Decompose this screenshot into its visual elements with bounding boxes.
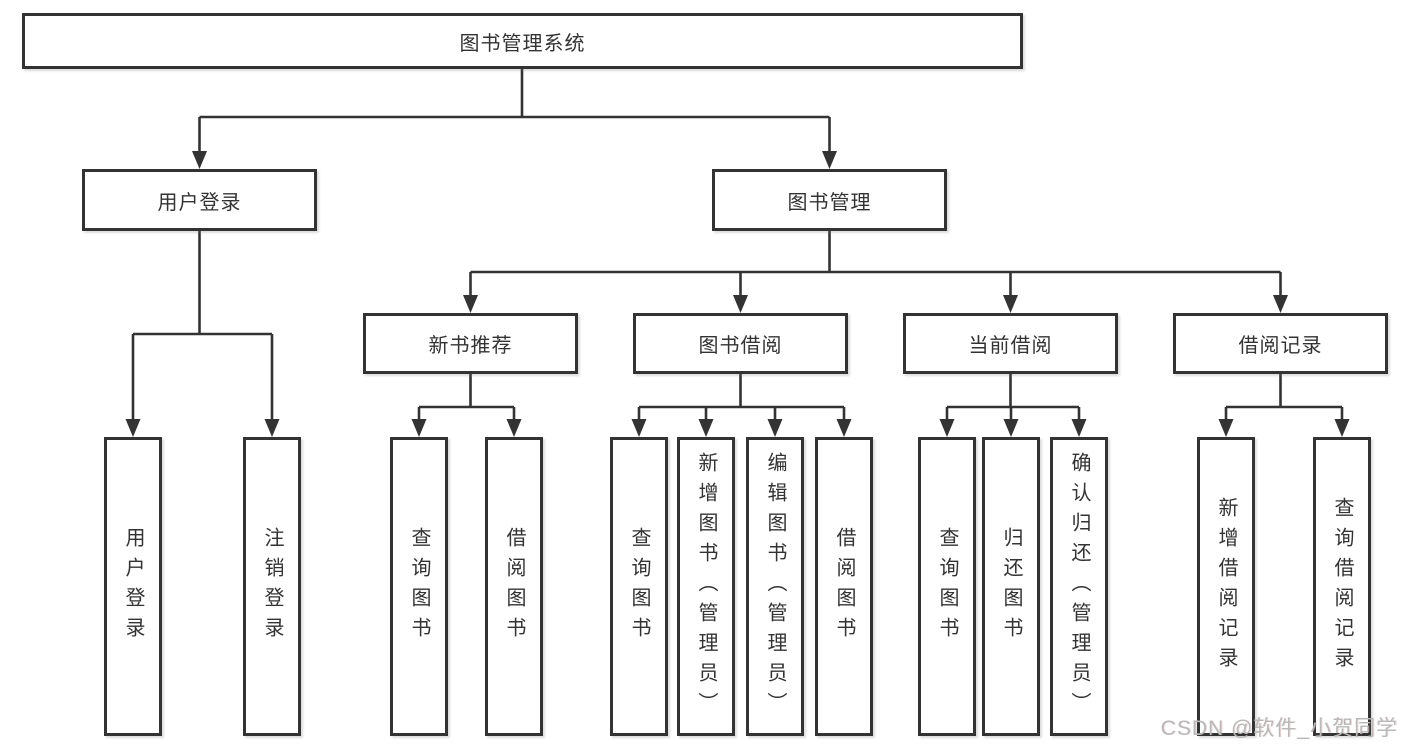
- node-label: 查询图书: [628, 526, 650, 647]
- node-label: 编辑图书（管理员）: [764, 451, 786, 722]
- node-label: 新增借阅记录: [1215, 496, 1237, 677]
- leaf-add-borrow-record: 新增借阅记录: [1197, 437, 1255, 736]
- node-root-library-management-system: 图书管理系统: [22, 13, 1023, 69]
- node-label: 注销登录: [261, 526, 283, 647]
- node-label: 图书借阅: [698, 335, 783, 357]
- node-user-login: 用户登录: [82, 169, 317, 231]
- node-label: 新书推荐: [428, 335, 513, 357]
- node-label: 查询图书: [408, 526, 430, 647]
- leaf-add-book-admin: 新增图书（管理员）: [677, 437, 735, 736]
- node-label: 查询图书: [936, 526, 958, 647]
- node-new-book-recommend: 新书推荐: [363, 313, 578, 374]
- node-label: 用户登录: [122, 526, 144, 647]
- node-current-borrow: 当前借阅: [903, 313, 1118, 374]
- leaf-confirm-return-admin: 确认归还（管理员）: [1050, 437, 1108, 736]
- node-label: 图书管理: [787, 191, 872, 214]
- leaf-logout: 注销登录: [243, 437, 301, 736]
- leaf-query-book-current: 查询图书: [918, 437, 976, 736]
- connector-new-book-to-leaves: [411, 374, 522, 437]
- node-book-management: 图书管理: [712, 169, 947, 231]
- connector-borrow-record-to-leaves: [1218, 374, 1350, 437]
- node-borrow-record: 借阅记录: [1173, 313, 1388, 374]
- node-label: 确认归还（管理员）: [1068, 451, 1090, 722]
- leaf-return-book: 归还图书: [982, 437, 1040, 736]
- connector-book-management-to-level3: [463, 231, 1288, 313]
- node-label: 用户登录: [157, 191, 242, 214]
- leaf-query-borrow-record: 查询借阅记录: [1313, 437, 1371, 736]
- connector-root-to-level2: [192, 69, 837, 169]
- node-label: 借阅记录: [1238, 335, 1323, 357]
- leaf-query-book-borrow: 查询图书: [610, 437, 668, 736]
- node-label: 借阅图书: [833, 526, 855, 647]
- node-label: 当前借阅: [968, 335, 1053, 357]
- node-label: 借阅图书: [503, 526, 525, 647]
- node-label: 图书管理系统: [459, 32, 586, 55]
- leaf-edit-book-admin: 编辑图书（管理员）: [746, 437, 804, 736]
- node-book-borrow: 图书借阅: [633, 313, 848, 374]
- leaf-user-login: 用户登录: [104, 437, 162, 736]
- csdn-watermark: CSDN @软件_小贺同学: [1160, 717, 1398, 740]
- node-label: 查询借阅记录: [1331, 496, 1353, 677]
- leaf-query-book-recommend: 查询图书: [390, 437, 448, 736]
- leaf-borrow-book: 借阅图书: [815, 437, 873, 736]
- connector-book-borrow-to-leaves: [631, 374, 852, 437]
- leaf-borrow-book-recommend: 借阅图书: [485, 437, 543, 736]
- connector-user-login-to-leaves: [125, 231, 280, 437]
- connector-current-borrow-to-leaves: [939, 374, 1087, 437]
- node-label: 新增图书（管理员）: [695, 451, 717, 722]
- node-label: 归还图书: [1000, 526, 1022, 647]
